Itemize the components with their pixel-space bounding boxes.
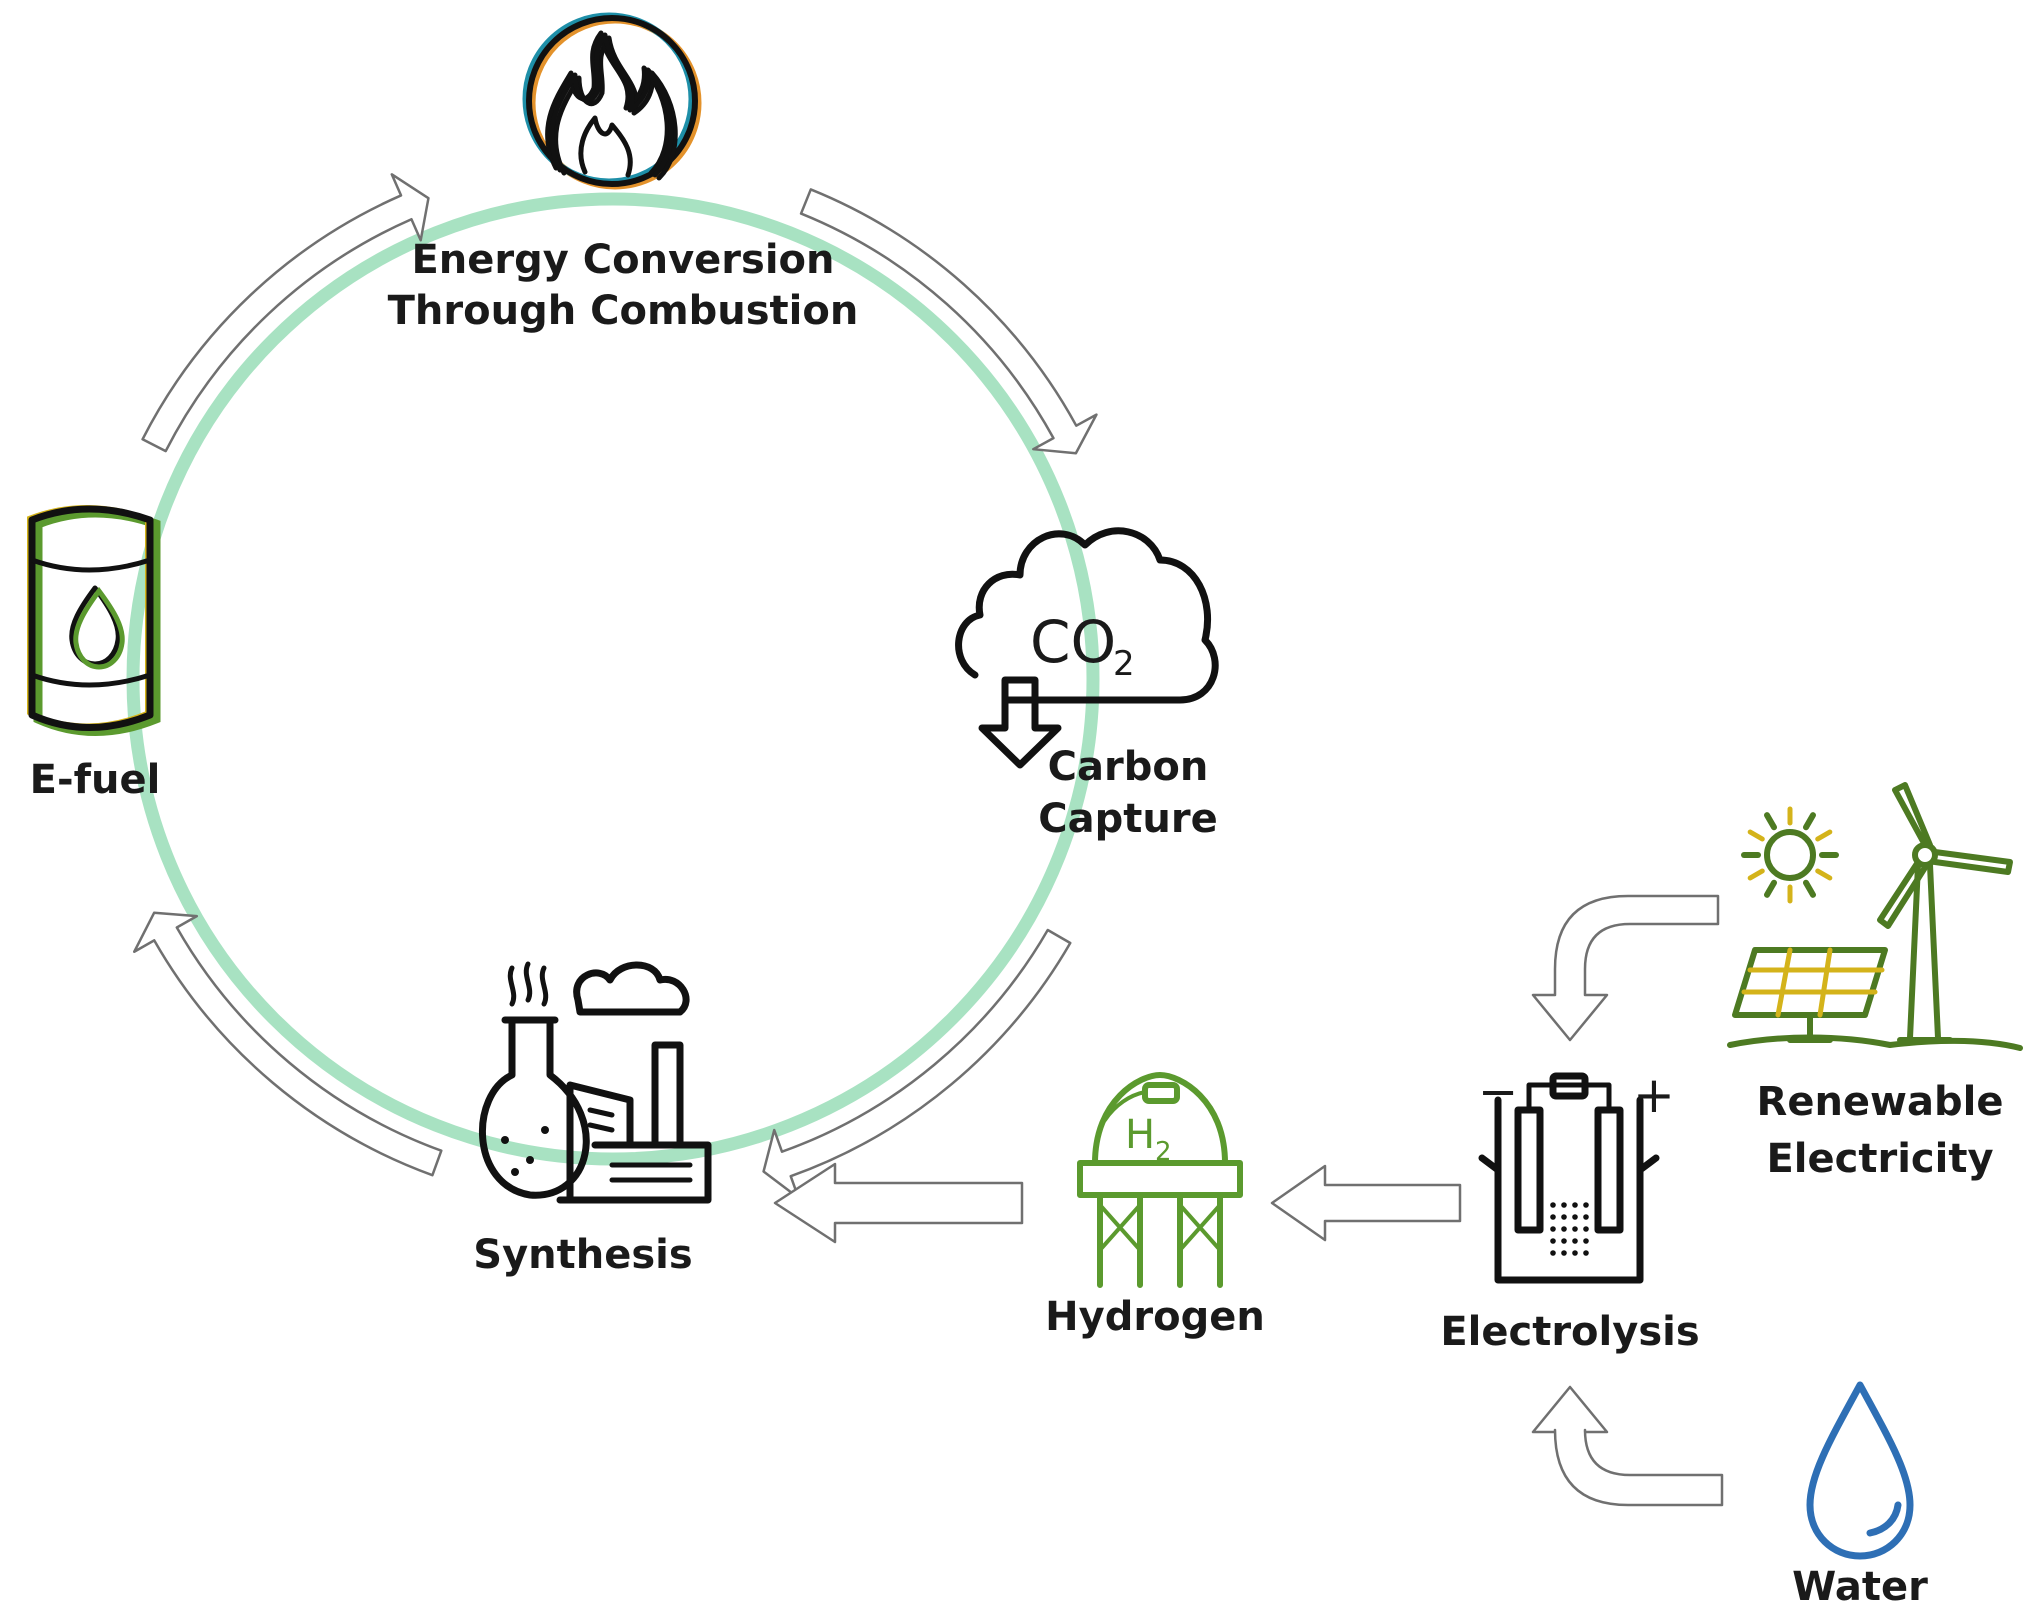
- electrolysis-minus-sign: −: [1478, 1064, 1518, 1120]
- energy-conversion-label-line1: Energy Conversion: [411, 237, 834, 283]
- bubble-dot: [1583, 1250, 1589, 1256]
- bubble-dot: [1561, 1250, 1567, 1256]
- bubble-dot: [1561, 1226, 1567, 1232]
- electrolysis-plus-sign: +: [1633, 1066, 1675, 1124]
- carbon-capture-label-line1: Carbon: [1048, 744, 1209, 790]
- renewable-electricity-label-line2: Electricity: [1766, 1136, 1993, 1182]
- solar-wind-icon: [1727, 782, 2023, 1051]
- arrow-electrolysis-to-hydrogen: [1270, 1164, 1462, 1242]
- electrolysis-bubbles: [1550, 1202, 1589, 1256]
- bubble-dot: [1550, 1202, 1556, 1208]
- arrow-hydrogen-to-synthesis: [773, 1162, 1024, 1244]
- energy-conversion-label-line2: Through Combustion: [388, 288, 859, 334]
- sun-ray: [1747, 829, 1765, 842]
- water-label: Water: [1792, 1564, 1928, 1610]
- flame-icon: [522, 12, 702, 190]
- arrow-water-to-electrolysis: [1531, 1385, 1724, 1507]
- cycle-arrows: [132, 173, 1098, 1200]
- arrow-renewable-to-electrolysis: [1531, 894, 1720, 1042]
- bubble-dot: [1561, 1214, 1567, 1220]
- bubble-dot: [1583, 1202, 1589, 1208]
- co2-cloud-icon: CO 2: [955, 527, 1219, 769]
- electrolysis-label: Electrolysis: [1440, 1309, 1699, 1355]
- carbon-capture-label-line2: Capture: [1038, 796, 1217, 842]
- hydrogen-icon-text: H: [1125, 1112, 1155, 1158]
- factory-flask-icon: [478, 961, 712, 1204]
- supply-arrows: [773, 894, 1724, 1507]
- hydrogen-label: Hydrogen: [1045, 1294, 1265, 1340]
- fuel-barrel-icon: [27, 505, 161, 736]
- bubble-dot: [1550, 1214, 1556, 1220]
- hydrogen-tank-icon: H 2: [1077, 1072, 1243, 1288]
- sun-ray: [1815, 829, 1833, 842]
- cycle-arrow-capture-to-synthesis: [762, 928, 1072, 1200]
- bubble-dot: [1550, 1226, 1556, 1232]
- e-fuel-label: E-fuel: [30, 757, 161, 803]
- hydrogen-icon-subscript: 2: [1155, 1137, 1172, 1167]
- sun-ray: [1803, 812, 1816, 831]
- water-drop-icon: [1806, 1381, 1914, 1560]
- sun-ray: [1815, 868, 1833, 881]
- sun-ray: [1764, 812, 1777, 831]
- bubble-dot: [1561, 1202, 1567, 1208]
- bubble-dot: [1561, 1238, 1567, 1244]
- sun-ray: [1764, 879, 1777, 898]
- cycle-arrow-combustion-to-capture: [799, 188, 1098, 455]
- bubble-dot: [1572, 1226, 1578, 1232]
- sun-ray: [1747, 868, 1765, 881]
- bubble-dot: [1583, 1214, 1589, 1220]
- co2-icon-text: CO: [1030, 608, 1116, 676]
- bubble-dot: [1550, 1250, 1556, 1256]
- bubble-dot: [1550, 1238, 1556, 1244]
- sun-rays: [1741, 806, 1839, 904]
- co2-icon-subscript: 2: [1113, 644, 1135, 684]
- bubble-dot: [1572, 1214, 1578, 1220]
- bubble-dot: [1572, 1250, 1578, 1256]
- cycle-arrow-efuel-to-combustion: [141, 173, 430, 453]
- renewable-electricity-label-line1: Renewable: [1757, 1079, 2004, 1125]
- bubble-dot: [1583, 1238, 1589, 1244]
- cycle-arrow-synthesis-to-efuel: [132, 911, 443, 1177]
- sun-ray: [1803, 879, 1816, 898]
- bubble-dot: [1572, 1202, 1578, 1208]
- bubble-dot: [1583, 1226, 1589, 1232]
- electrolysis-cell-icon: − +: [1478, 1064, 1675, 1284]
- synthesis-label: Synthesis: [473, 1232, 692, 1278]
- bubble-dot: [1572, 1238, 1578, 1244]
